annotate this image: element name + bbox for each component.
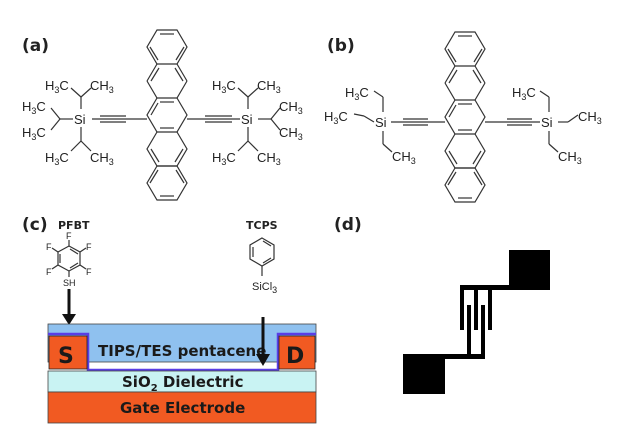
interdigitated-electrodes (403, 250, 550, 394)
source-pad (403, 354, 445, 394)
svg-text:H3C: H3C (512, 85, 536, 102)
panel-b: (b) (324, 31, 602, 203)
alkyne-left-b (391, 118, 445, 126)
svg-text:CH3: CH3 (578, 109, 602, 126)
si-atom: Si (241, 112, 253, 127)
source-electrode (48, 335, 88, 370)
panel-c-label: (c) (22, 215, 48, 235)
gate-electrode (47, 391, 317, 424)
svg-text:H3C: H3C (22, 125, 46, 142)
drain-electrode (278, 335, 316, 370)
svg-text:CH3: CH3 (279, 125, 303, 142)
drain-pad (509, 250, 550, 290)
tcps-label: TCPS (246, 219, 278, 232)
tes-group-left: Si H3C H3C CH3 (324, 85, 416, 166)
svg-text:H3C: H3C (22, 99, 46, 116)
svg-text:CH3: CH3 (90, 78, 114, 95)
panel-a-label: (a) (22, 36, 49, 56)
tips-group-left: Si H3C CH3 H3C H3C H3C CH3 (22, 78, 114, 167)
device-stack: S D TIPS/TES pentacene SiO2 Dielectric G… (47, 317, 317, 424)
svg-text:F: F (46, 242, 52, 252)
svg-text:H3C: H3C (45, 78, 69, 95)
pfbt-label: PFBT (58, 219, 90, 232)
svg-text:CH3: CH3 (279, 99, 303, 116)
svg-text:F: F (46, 267, 52, 277)
svg-text:CH3: CH3 (257, 78, 281, 95)
svg-text:CH3: CH3 (90, 150, 114, 167)
svg-text:H3C: H3C (324, 109, 348, 126)
semiconductor-label: TIPS/TES pentacene (98, 342, 266, 360)
pentacene-core-a (146, 29, 188, 201)
panel-a: (a) (22, 29, 303, 201)
tcps-arrow (256, 317, 270, 366)
svg-text:CH3: CH3 (558, 149, 582, 166)
svg-text:H3C: H3C (345, 85, 369, 102)
pfbt-arrow (62, 289, 76, 325)
tips-group-right: Si H3C CH3 CH3 CH3 H3C CH3 (212, 78, 303, 167)
tes-group-right: Si H3C CH3 CH3 (512, 85, 602, 166)
svg-text:H3C: H3C (212, 78, 236, 95)
alkyne-right-b (485, 118, 540, 126)
svg-text:H3C: H3C (212, 150, 236, 167)
gate-label: Gate Electrode (120, 399, 245, 417)
panel-d: (d) (334, 215, 550, 394)
si-atom: Si (375, 115, 387, 130)
drain-label: D (286, 344, 304, 369)
panel-c: (c) PFBT TCPS F F F F F (22, 215, 317, 424)
sam-outline (48, 332, 316, 372)
si-atom: Si (541, 115, 553, 130)
panel-d-label: (d) (334, 215, 362, 235)
svg-text:SH: SH (63, 278, 76, 288)
alkyne-right-a (187, 115, 240, 123)
svg-text:F: F (86, 267, 92, 277)
svg-text:H3C: H3C (45, 150, 69, 167)
svg-text:SiCl3: SiCl3 (252, 281, 277, 295)
source-label: S (58, 344, 74, 369)
svg-text:CH3: CH3 (392, 149, 416, 166)
pentacene-core-b (444, 31, 486, 203)
panel-b-label: (b) (327, 36, 355, 56)
pfbt-molecule: F F F F F SH (46, 231, 92, 325)
si-atom: Si (74, 112, 86, 127)
svg-text:CH3: CH3 (257, 150, 281, 167)
svg-text:F: F (86, 242, 92, 252)
tcps-molecule: SiCl3 (249, 237, 277, 295)
semiconductor-layer (47, 323, 317, 363)
svg-text:F: F (66, 231, 72, 241)
dielectric-label: SiO2 Dielectric (122, 373, 243, 394)
alkyne-left-a (92, 115, 147, 123)
